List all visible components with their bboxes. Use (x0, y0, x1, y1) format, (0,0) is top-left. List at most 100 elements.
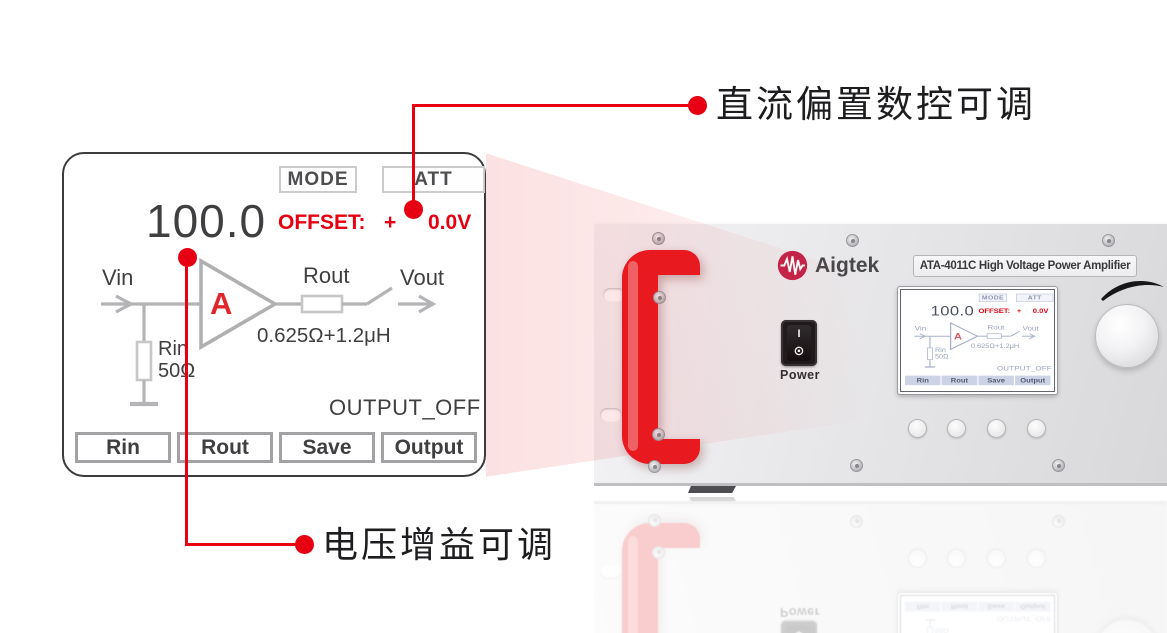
soft-button-row: Rin Rout Save Output (75, 432, 477, 463)
callout-line (412, 105, 415, 211)
front-handle[interactable] (622, 250, 700, 464)
logo-waveform-icon (777, 250, 808, 281)
soft-button-save: Save (978, 375, 1014, 386)
offset-value: 0.0V (428, 211, 472, 234)
callout-dot (178, 248, 197, 267)
device-screen: MODE ATT 100.0 OFFSET: + 0.0V A Vin Rout… (897, 286, 1058, 395)
function-button-4 (1027, 549, 1046, 568)
rin-value: 50Ω (935, 353, 949, 361)
power-switch[interactable]: I ⊙ (781, 320, 817, 366)
adjust-knob (1095, 619, 1159, 633)
callout-dot (295, 535, 314, 554)
screw (652, 546, 665, 559)
handle-highlight (628, 536, 638, 633)
screw (850, 459, 863, 472)
offset-label: OFFSET: (278, 211, 366, 234)
soft-button-save[interactable]: Save (279, 432, 375, 463)
power-label: Power (779, 368, 820, 382)
front-handle (622, 523, 700, 633)
rin-label: Rin (935, 346, 946, 354)
function-button-1 (908, 549, 927, 568)
soft-button-output[interactable]: Output (381, 432, 477, 463)
amplifier-circuit-diagram (914, 321, 1036, 368)
amplifier-symbol: A (953, 330, 962, 342)
offset-value: 0.0V (1032, 307, 1049, 315)
mode-button: MODE (978, 293, 1008, 303)
soft-button-rout[interactable]: Rout (177, 432, 273, 463)
vout-label: Vout (1022, 324, 1039, 332)
function-button-4[interactable] (1027, 419, 1046, 438)
att-button: ATT (1016, 293, 1054, 303)
vin-label: Vin (914, 324, 927, 332)
device-screen-area: MODE ATT 100.0 OFFSET: + 0.0V A Vin Rout… (900, 595, 1055, 633)
att-button[interactable]: ATT (382, 166, 485, 193)
power-off-symbol: ⊙ (793, 344, 805, 360)
power-on-symbol: I (797, 327, 801, 340)
soft-button-row: Rin Rout Save Output (904, 375, 1051, 386)
callout-line (412, 104, 698, 107)
rin-value: 50Ω (935, 626, 949, 633)
device-foot (688, 497, 736, 501)
brand-logo (776, 249, 809, 287)
instrument-reflection: Aigtek ATA-4011C High Voltage Power Ampl… (594, 501, 1167, 633)
device-screen-area: MODE ATT 100.0 OFFSET: + 0.0V A Vin Rout… (900, 289, 1055, 392)
power-rocker: I ⊙ (787, 325, 811, 361)
power-switch: I ⊙ (781, 621, 817, 633)
output-status: OUTPUT_OFF (329, 395, 481, 420)
mode-button[interactable]: MODE (279, 166, 357, 193)
callout-line (185, 543, 304, 546)
model-label: ATA-4011C High Voltage Power Amplifier (913, 255, 1137, 277)
vin-label: Vin (102, 265, 134, 290)
screw (648, 460, 661, 473)
rout-label: Rout (303, 263, 350, 288)
adjust-knob[interactable] (1095, 304, 1159, 368)
gain-callout-label: 电压增益可调 (322, 524, 557, 565)
soft-button-rin: Rin (904, 375, 941, 386)
function-button-3 (987, 549, 1006, 568)
function-button-2 (947, 549, 966, 568)
amplifier-symbol: A (210, 286, 233, 321)
screw (850, 515, 863, 528)
soft-button-row: Rin Rout Save Output (904, 601, 1051, 612)
device-lcd-content: MODE ATT 100.0 OFFSET: + 0.0V A Vin Rout… (901, 596, 1055, 633)
screw (1052, 459, 1065, 472)
output-impedance-label: 0.625Ω+1.2μH (257, 324, 391, 347)
device-screen: MODE ATT 100.0 OFFSET: + 0.0V A Vin Rout… (897, 592, 1058, 633)
gain-value: 100.0 (146, 195, 267, 247)
output-status: OUTPUT_OFF (996, 364, 1052, 372)
callout-dot (688, 96, 707, 115)
rack-slot (600, 565, 622, 579)
vout-label: Vout (400, 265, 445, 290)
function-button-2[interactable] (947, 419, 966, 438)
instrument-front-panel: Aigtek ATA-4011C High Voltage Power Ampl… (594, 222, 1167, 493)
function-button-3[interactable] (987, 419, 1006, 438)
function-button-1[interactable] (908, 419, 927, 438)
screw (653, 291, 666, 304)
dc-offset-callout-label: 直流偏置数控可调 (716, 84, 1036, 125)
screw (1052, 515, 1065, 528)
power-label: Power (779, 605, 820, 619)
soft-button-rin[interactable]: Rin (75, 432, 171, 463)
soft-button-output: Output (1014, 601, 1051, 612)
rack-slot (603, 288, 625, 302)
handle-highlight (628, 261, 638, 451)
soft-button-rout: Rout (941, 375, 978, 386)
amplifier-circuit-diagram (924, 619, 936, 633)
output-status: OUTPUT_OFF (996, 615, 1052, 623)
rin-value: 50Ω (158, 360, 196, 382)
screw (648, 514, 661, 527)
table-reflection: Aigtek ATA-4011C High Voltage Power Ampl… (594, 497, 1167, 633)
callout-line (185, 257, 188, 545)
soft-button-output: Output (1014, 375, 1051, 386)
screw (652, 232, 665, 245)
amplifier-circuit-diagram (101, 257, 437, 407)
knob-rotation-arc (1100, 278, 1166, 307)
gain-value: 100.0 (930, 302, 975, 319)
screw (846, 234, 859, 247)
screw (652, 428, 665, 441)
device-lcd-content: MODE ATT 100.0 OFFSET: + 0.0V A Vin Rout… (901, 290, 1054, 391)
offset-sign: + (384, 211, 397, 234)
device-foot (688, 486, 736, 493)
offset-label: OFFSET: (978, 307, 1011, 315)
